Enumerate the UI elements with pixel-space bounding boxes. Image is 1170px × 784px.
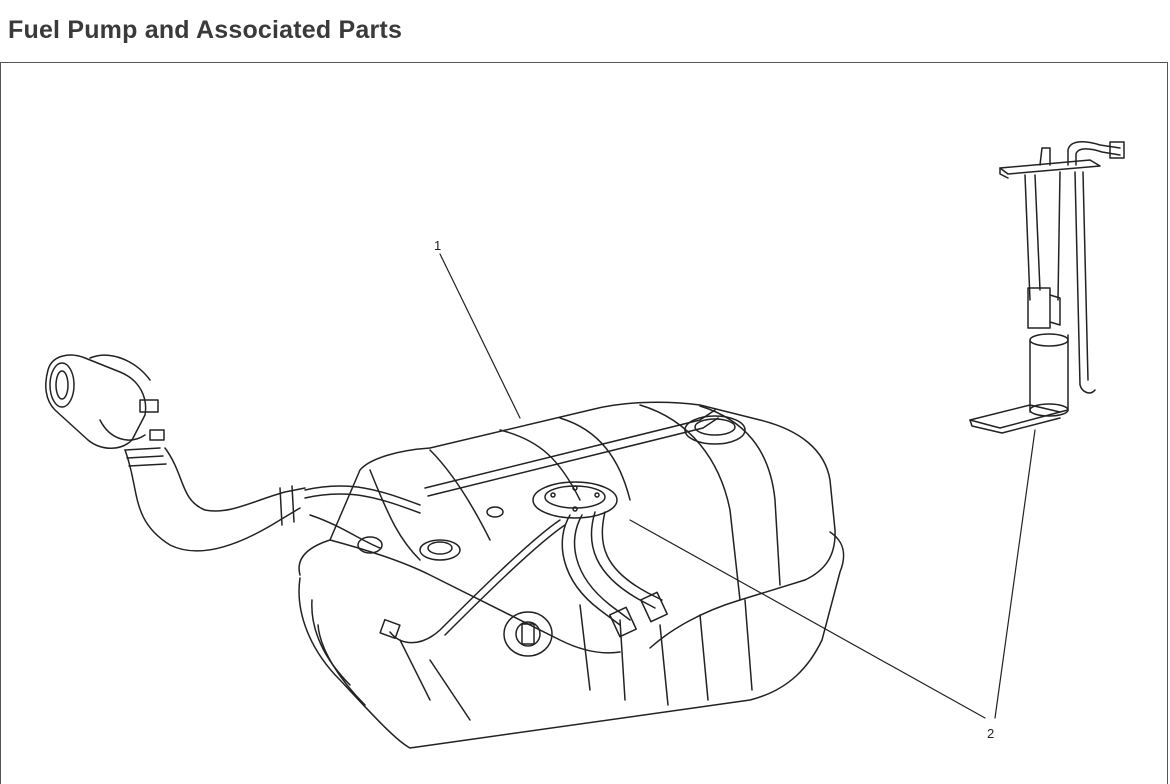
callout-2-leader-tank	[629, 519, 986, 719]
figure-frame	[0, 62, 1168, 784]
callout-1-label: 1	[434, 238, 441, 253]
page-title: Fuel Pump and Associated Parts	[8, 16, 403, 44]
callout-leaders	[439, 253, 1036, 719]
fuel-tank	[298, 401, 845, 749]
tank-hoses	[379, 409, 719, 644]
fuel-pump-module	[969, 140, 1125, 434]
callout-1-leader	[439, 253, 521, 419]
callout-2-label: 2	[987, 726, 994, 741]
filler-neck	[45, 354, 421, 554]
callout-2-leader-pump	[994, 429, 1036, 719]
